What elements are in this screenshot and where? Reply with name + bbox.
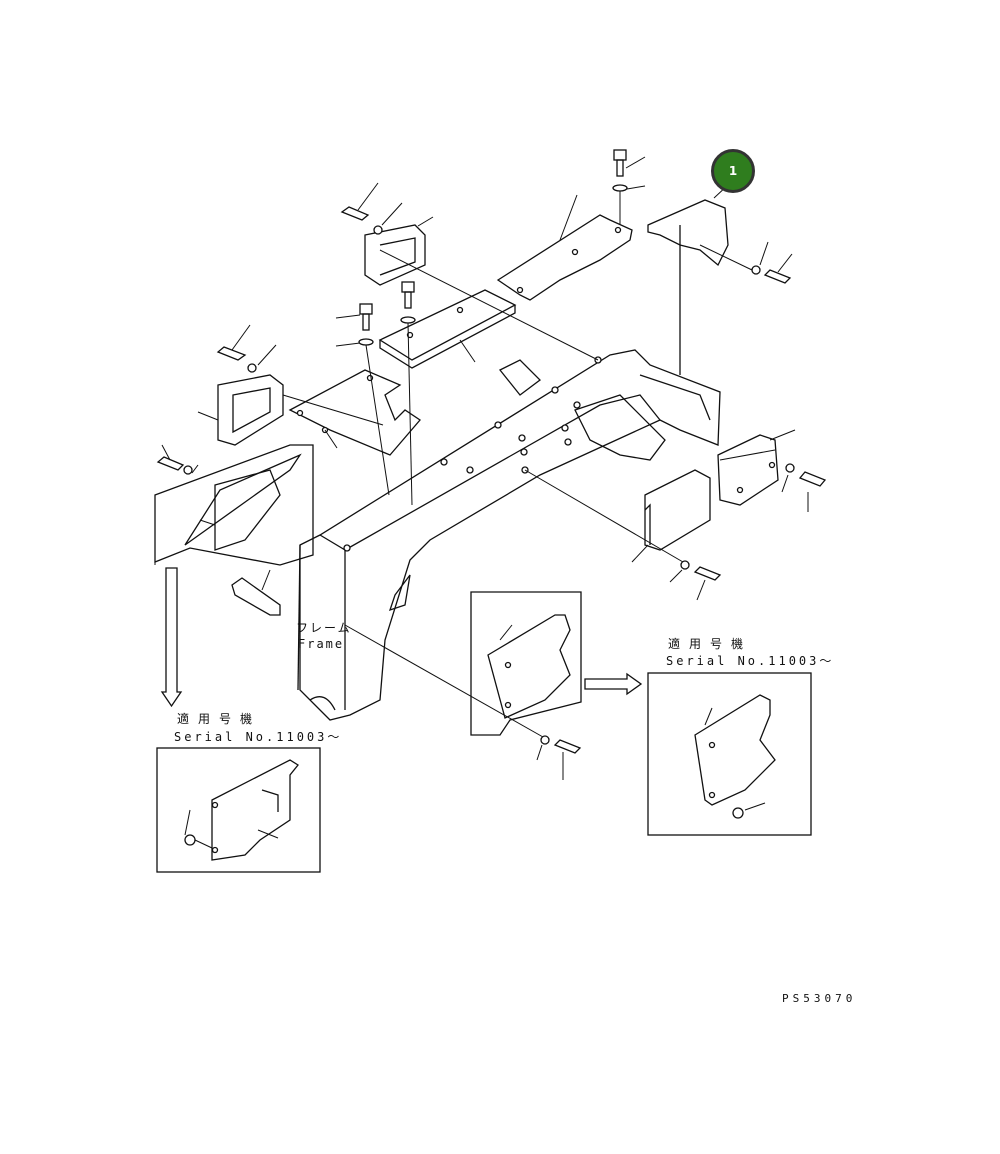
frame-label-jp: フレーム: [296, 621, 352, 635]
arrow-right-icon: [584, 672, 643, 696]
callout-1-number: 1: [728, 164, 738, 178]
drawing-number: PS53070: [782, 992, 857, 1005]
floor-plate: [288, 369, 421, 456]
applicable-models-left: 適用号機: [177, 712, 262, 726]
right-side-cover: [524, 469, 722, 601]
right-top-cover: [647, 184, 793, 375]
main-frame: [297, 349, 721, 721]
right-inset-box: [647, 672, 812, 836]
left-upper-bracket: [340, 182, 599, 361]
vertical-bolts: [335, 149, 646, 506]
top-plate-long: [496, 194, 633, 301]
frame-label-en: Frame: [298, 637, 345, 651]
arrow-down-icon: [160, 567, 183, 708]
center-inset-box: [344, 591, 582, 780]
serial-number-left: Serial No.11003～: [174, 730, 343, 744]
callout-1-badge[interactable]: 1: [711, 149, 755, 193]
applicable-models-right: 適用号機: [668, 637, 753, 651]
serial-number-right: Serial No.11003～: [666, 654, 835, 668]
right-rear-cover: [717, 429, 827, 512]
left-side-bracket: [197, 324, 384, 446]
top-plate-middle: [378, 289, 517, 369]
left-inset-box: [156, 747, 321, 873]
left-bracket-assembly: [154, 444, 314, 616]
